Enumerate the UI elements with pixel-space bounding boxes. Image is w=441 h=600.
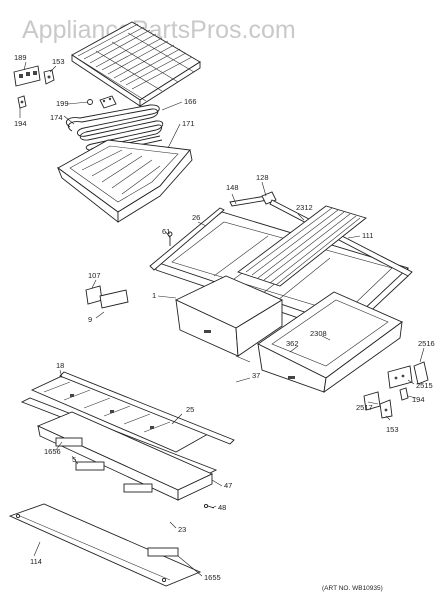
leader-lines <box>19 61 425 577</box>
control-housing <box>36 411 214 501</box>
part-189-control-block <box>13 65 41 87</box>
part-153-clip <box>43 69 55 85</box>
callout-1: 1 <box>152 291 156 300</box>
part-107-bracket <box>85 285 129 309</box>
callout-111: 111 <box>362 231 373 240</box>
callout-61: 61 <box>162 227 170 236</box>
callout-18: 18 <box>56 361 64 370</box>
callout-148: 148 <box>226 183 239 192</box>
callout-153-right: 153 <box>386 425 399 434</box>
part-153-clip-right <box>379 399 393 419</box>
callout-199: 199 <box>56 99 69 108</box>
callout-114: 114 <box>30 557 42 566</box>
callout-47: 47 <box>224 481 232 490</box>
part-194-plug <box>17 95 27 109</box>
callout-171: 171 <box>182 119 195 128</box>
callout-1655: 1655 <box>204 573 221 582</box>
callout-26: 26 <box>192 213 200 222</box>
callout-23: 23 <box>178 525 186 534</box>
callout-166: 166 <box>184 97 197 106</box>
drawer-left <box>174 275 283 357</box>
drawer-right <box>257 291 403 393</box>
callout-194: 194 <box>14 119 27 128</box>
art-number: (ART NO. WB10935) <box>322 585 383 592</box>
callout-194-right: 194 <box>412 395 425 404</box>
callout-5: 5 <box>72 455 76 464</box>
callout-1656: 1656 <box>44 447 61 456</box>
vent-grille <box>237 205 367 287</box>
callout-25: 25 <box>186 405 194 414</box>
callout-37: 37 <box>252 371 260 380</box>
part-2516 <box>413 361 429 385</box>
callout-153: 153 <box>52 57 65 66</box>
callout-2515: 2515 <box>416 381 433 390</box>
callout-labels: 189 153 199 194 174 166 171 128 148 2312… <box>14 53 435 582</box>
part-194-plug-right <box>399 387 409 401</box>
callout-128: 128 <box>256 173 269 182</box>
bottom-cover-114 <box>8 503 202 587</box>
callout-2517: 2517 <box>356 403 373 412</box>
callout-2308: 2308 <box>310 329 327 338</box>
drip-pan <box>56 139 193 223</box>
grill-grate <box>71 21 201 107</box>
callout-9: 9 <box>88 315 92 324</box>
callout-107: 107 <box>88 271 101 280</box>
callout-48: 48 <box>218 503 226 512</box>
callout-2516: 2516 <box>418 339 435 348</box>
callout-2312: 2312 <box>296 203 313 212</box>
callout-362: 362 <box>286 339 299 348</box>
callout-174: 174 <box>50 113 63 122</box>
callout-189: 189 <box>14 53 27 62</box>
part-2515 <box>387 365 413 389</box>
